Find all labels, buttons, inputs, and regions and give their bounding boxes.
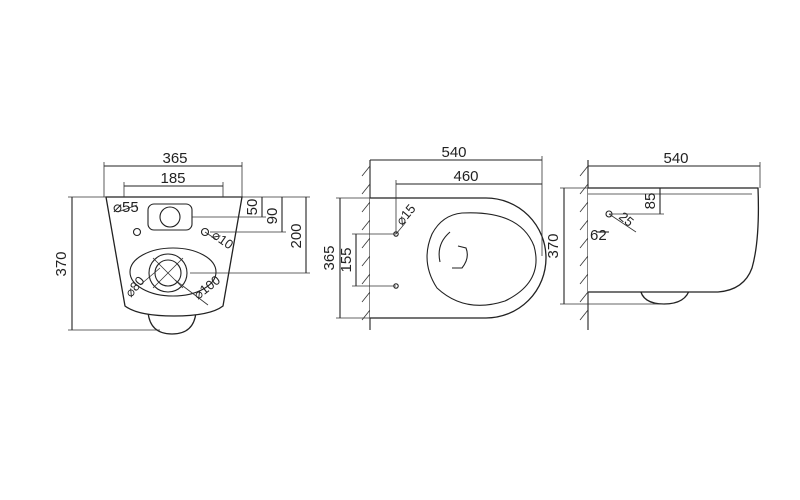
- top-dim-155-label: 155: [338, 247, 355, 272]
- top-view: 540 460 365 155 ⌀15: [321, 144, 547, 330]
- top-body-outline: [370, 197, 547, 319]
- side-view: 540 85 370 62 25: [545, 150, 761, 330]
- side-dim-85-label: 85: [642, 193, 659, 210]
- dia-55-label: ⌀55: [113, 199, 139, 216]
- side-dim-370-label: 370: [545, 233, 562, 258]
- front-fixing-hole-right: [200, 227, 210, 237]
- front-view: 365 185 370 50 90 200 ⌀55 ⌀10 ⌀80 ⌀100: [53, 150, 310, 335]
- dim-200-label: 200: [288, 223, 305, 248]
- top-dim-365-label: 365: [321, 245, 338, 270]
- front-outlet-ring: [148, 253, 188, 293]
- side-dim-62-label: 62: [590, 227, 607, 244]
- dim-185-label: 185: [160, 170, 185, 187]
- front-bowl-bottom: [147, 311, 197, 335]
- side-dim-540-label: 540: [663, 150, 688, 167]
- leader-15: [395, 221, 407, 235]
- top-bowl-contour: [438, 231, 451, 263]
- front-inlet-circle: [159, 206, 181, 228]
- leader-10: [204, 231, 218, 241]
- top-dim-460-label: 460: [453, 168, 478, 185]
- side-body-outline: [588, 187, 760, 293]
- top-wall-hatching: [361, 165, 371, 321]
- dim-50-label: 50: [244, 199, 261, 216]
- front-fixing-hole-left: [132, 227, 142, 237]
- front-outlet-circle: [154, 259, 182, 287]
- leader-80: [139, 267, 161, 286]
- side-fixing-leader: [608, 213, 637, 233]
- dim-370-label: 370: [53, 251, 70, 276]
- front-outlet-ellipse: [129, 247, 217, 297]
- dim-90-label: 90: [264, 208, 281, 225]
- top-bowl-inner: [452, 245, 468, 269]
- side-wall-hatching: [579, 165, 589, 321]
- leader-100: [174, 279, 209, 306]
- top-dim-540-label: 540: [441, 144, 466, 161]
- front-outlet-cross-2: [152, 257, 184, 289]
- leader-55: [117, 204, 138, 213]
- dim-365-label: 365: [162, 150, 187, 167]
- top-bowl-rim: [426, 212, 537, 306]
